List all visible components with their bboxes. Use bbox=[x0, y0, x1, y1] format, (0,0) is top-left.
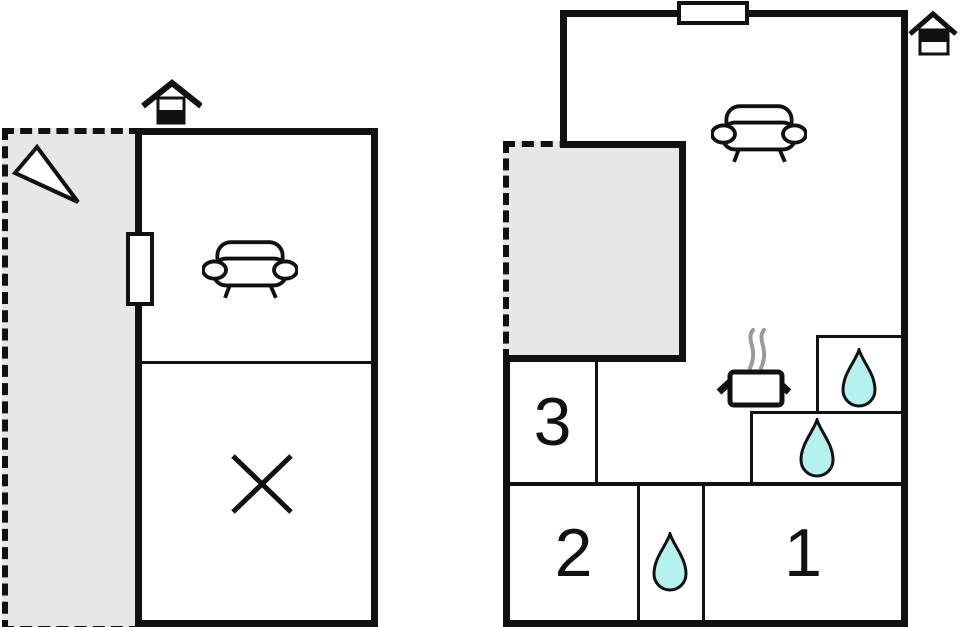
house-entrance-icon bbox=[908, 10, 958, 56]
stove-pot-icon bbox=[716, 328, 792, 408]
sofa-icon bbox=[711, 104, 807, 163]
window-marker bbox=[126, 232, 154, 306]
right-upper-left-wall bbox=[560, 10, 567, 148]
right-bottom-wall bbox=[503, 620, 908, 627]
terrace-bottom-wall bbox=[503, 355, 686, 362]
water-drop-icon bbox=[799, 418, 835, 478]
right-right-wall bbox=[901, 10, 908, 627]
sofa-icon bbox=[202, 240, 298, 299]
cross-icon bbox=[231, 454, 293, 514]
window-marker bbox=[677, 1, 749, 25]
room3-right-divider bbox=[595, 362, 598, 485]
water-drop-icon bbox=[652, 532, 688, 592]
house-entrance-icon bbox=[141, 79, 202, 125]
terrace-top-wall bbox=[560, 141, 686, 148]
room-2-label: 2 bbox=[554, 515, 593, 591]
terrace-right-wall bbox=[679, 141, 686, 362]
room2-shower-divider bbox=[637, 484, 640, 620]
water-drop-icon bbox=[841, 348, 877, 408]
right-lower-left-wall bbox=[503, 355, 510, 627]
room-3-label: 3 bbox=[533, 384, 572, 460]
left-terrace bbox=[2, 128, 141, 627]
left-building-outline bbox=[135, 128, 378, 627]
north-arrow-icon bbox=[11, 143, 80, 204]
room-1-label: 1 bbox=[784, 515, 822, 591]
left-room-divider bbox=[142, 361, 371, 364]
shower-room1-divider bbox=[702, 484, 705, 620]
right-terrace bbox=[503, 141, 685, 361]
